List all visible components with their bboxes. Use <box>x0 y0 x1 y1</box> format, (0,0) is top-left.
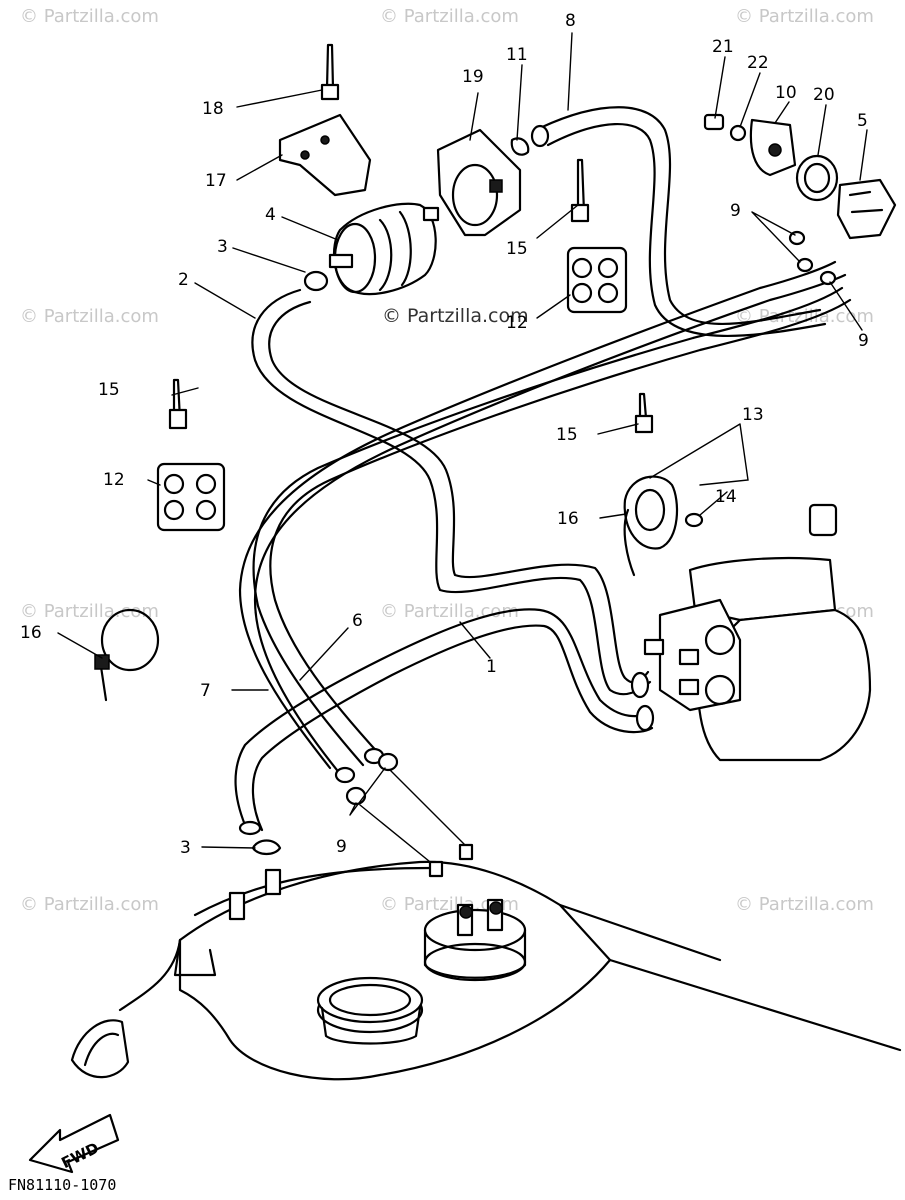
callout-4: 4 <box>265 205 276 225</box>
watermark: © Partzilla.com <box>735 306 874 327</box>
callout-12b: 12 <box>103 470 125 490</box>
callout-3b: 3 <box>180 838 191 858</box>
callout-9b: 9 <box>858 331 869 351</box>
hose-holder <box>566 158 628 314</box>
watermark: © Partzilla.com <box>380 6 519 27</box>
callout-1: 1 <box>486 657 497 677</box>
fwd-arrow: FWD <box>28 1113 120 1174</box>
watermark: © Partzilla.com <box>735 894 874 915</box>
callout-15: 15 <box>506 239 528 259</box>
hose-band <box>94 608 160 702</box>
watermark: © Partzilla.com <box>20 6 159 27</box>
hose-clamp <box>303 270 329 292</box>
watermark: © Partzilla.com <box>20 306 159 327</box>
hose-2 <box>251 288 652 696</box>
hose-holder <box>156 378 226 532</box>
callout-13: 13 <box>742 405 764 425</box>
callout-3: 3 <box>217 237 228 257</box>
hose-clamp <box>377 752 399 772</box>
vent-fitting <box>228 891 246 921</box>
clip <box>510 137 530 156</box>
callout-9c: 9 <box>336 837 347 857</box>
callout-5: 5 <box>857 111 868 131</box>
callout-11: 11 <box>506 45 528 65</box>
callout-16: 16 <box>557 509 579 529</box>
hose-end <box>630 671 650 699</box>
leader-lines <box>57 32 868 849</box>
callout-16b: 16 <box>20 623 42 643</box>
callout-12: 12 <box>506 313 528 333</box>
callout-labels: 18 17 4 3 2 19 11 8 15 12 21 22 10 20 5 … <box>20 11 869 858</box>
fuel-pickup <box>423 898 527 982</box>
callout-8: 8 <box>565 11 576 31</box>
callout-19: 19 <box>462 67 484 87</box>
fuel-cock <box>703 113 897 286</box>
callout-7: 7 <box>200 681 211 701</box>
hose-7 <box>234 608 654 832</box>
filter-bracket <box>436 128 522 237</box>
tank-fitting <box>458 843 474 861</box>
callout-15b: 15 <box>98 380 120 400</box>
watermark: © Partzilla.com <box>380 601 519 622</box>
screw-18 <box>320 43 340 101</box>
carburetor <box>643 503 872 762</box>
hose-6 <box>238 260 847 782</box>
callout-22: 22 <box>747 53 769 73</box>
tank-fitting <box>428 860 444 878</box>
callout-2: 2 <box>178 270 189 290</box>
watermark: © Partzilla.com <box>20 601 159 622</box>
hose-end <box>635 704 655 732</box>
filler-neck <box>316 976 424 1045</box>
hose-end <box>238 820 262 836</box>
center-watermark: © Partzilla.com <box>382 305 529 327</box>
callout-14: 14 <box>715 487 737 507</box>
callout-20: 20 <box>813 85 835 105</box>
fuel-cap <box>70 1019 130 1079</box>
callout-10: 10 <box>775 83 797 103</box>
callout-9: 9 <box>730 201 741 221</box>
hose-clamp-13 <box>623 392 704 577</box>
callout-15c: 15 <box>556 425 578 445</box>
callout-18: 18 <box>202 99 224 119</box>
hose-clamp <box>345 786 367 806</box>
callout-6: 6 <box>352 611 363 631</box>
hose-8 <box>530 106 827 338</box>
callout-17: 17 <box>205 171 227 191</box>
vent-fitting <box>264 868 282 896</box>
hose-end <box>334 766 356 784</box>
watermark: © Partzilla.com <box>735 6 874 27</box>
fuel-filter <box>328 202 440 296</box>
callout-21: 21 <box>712 37 734 57</box>
mount-plate <box>278 113 372 197</box>
hose-clamp <box>251 839 282 856</box>
drawing-code: FN81110-1070 <box>8 1176 116 1194</box>
watermark: © Partzilla.com <box>20 894 159 915</box>
